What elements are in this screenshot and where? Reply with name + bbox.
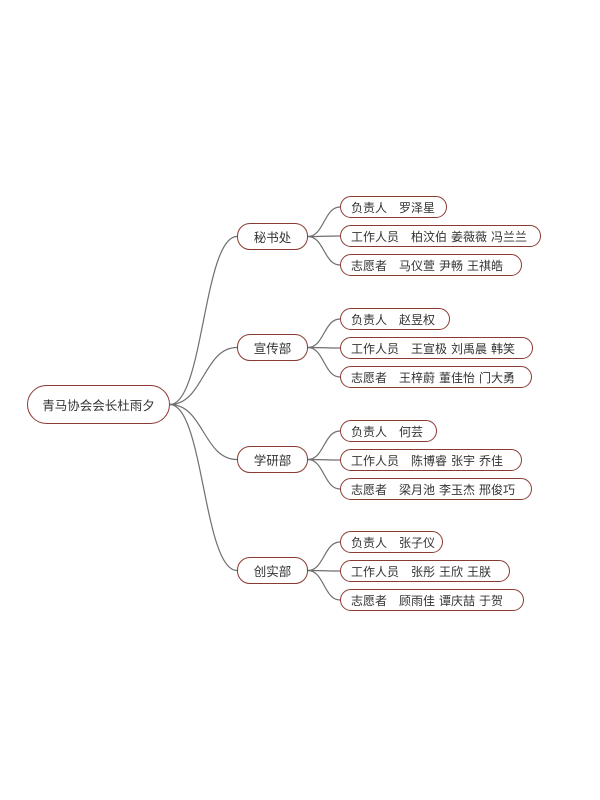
connector-root-xueyanbu bbox=[169, 403, 238, 461]
role-label: 工作人员 bbox=[351, 229, 400, 244]
person-name: 邢俊巧 bbox=[479, 482, 516, 497]
dept-node-xueyanbu[interactable]: 学研部 bbox=[237, 446, 308, 473]
dept-node-xuanchuanbu[interactable]: 宣传部 bbox=[237, 334, 308, 361]
leaf-node-chuangshibu-staff[interactable]: 工作人员 张彤 王欣 王朕 bbox=[340, 560, 510, 582]
connector-root-xuanchuanbu bbox=[169, 346, 238, 406]
person-name: 张子仪 bbox=[399, 535, 436, 550]
person-name: 顾雨佳 bbox=[399, 593, 436, 608]
person-name: 刘禹晨 bbox=[451, 341, 488, 356]
role-label: 志愿者 bbox=[351, 482, 388, 497]
leaf-node-mishuchu-leader[interactable]: 负责人 罗泽星 bbox=[340, 196, 447, 218]
leaf-node-xuanchuanbu-leader[interactable]: 负责人 赵昱权 bbox=[340, 308, 450, 330]
connector-chuangshibu-volunteer bbox=[307, 569, 341, 601]
role-label: 工作人员 bbox=[351, 341, 400, 356]
root-node[interactable]: 青马协会会长杜雨夕 bbox=[27, 385, 170, 424]
connector-xueyanbu-leader bbox=[307, 430, 341, 461]
dept-node-mishuchu[interactable]: 秘书处 bbox=[237, 223, 308, 250]
person-name: 董佳怡 bbox=[439, 370, 476, 385]
person-name: 王祺皓 bbox=[467, 258, 504, 273]
connector-chuangshibu-leader bbox=[307, 541, 341, 572]
person-name: 罗泽星 bbox=[399, 200, 436, 215]
leaf-node-xueyanbu-leader[interactable]: 负责人 何芸 bbox=[340, 420, 437, 442]
person-name: 马仪萱 bbox=[399, 258, 436, 273]
person-name: 梁月池 bbox=[399, 482, 436, 497]
person-name: 乔佳 bbox=[479, 453, 504, 468]
leaf-node-mishuchu-staff[interactable]: 工作人员 柏汶伯 姜薇薇 冯兰兰 bbox=[340, 225, 541, 247]
connector-xuanchuanbu-leader bbox=[307, 318, 341, 349]
person-name: 王朕 bbox=[467, 564, 492, 579]
person-name: 何芸 bbox=[399, 424, 424, 439]
person-name: 谭庆喆 bbox=[439, 593, 476, 608]
connector-xuanchuanbu-volunteer bbox=[307, 346, 341, 378]
person-name: 张宇 bbox=[451, 453, 476, 468]
connector-root-mishuchu bbox=[169, 235, 238, 406]
leaf-node-xueyanbu-volunteer[interactable]: 志愿者 梁月池 李玉杰 邢俊巧 bbox=[340, 478, 532, 500]
person-name: 姜薇薇 bbox=[451, 229, 488, 244]
person-name: 李玉杰 bbox=[439, 482, 476, 497]
leaf-node-xueyanbu-staff[interactable]: 工作人员 陈博睿 张宇 乔佳 bbox=[340, 449, 522, 471]
person-name: 于贺 bbox=[479, 593, 504, 608]
role-label: 负责人 bbox=[351, 200, 388, 215]
role-label: 志愿者 bbox=[351, 258, 388, 273]
role-label: 负责人 bbox=[351, 312, 388, 327]
role-label: 工作人员 bbox=[351, 564, 400, 579]
connector-mishuchu-staff bbox=[307, 235, 341, 238]
leaf-node-chuangshibu-volunteer[interactable]: 志愿者 顾雨佳 谭庆喆 于贺 bbox=[340, 589, 524, 611]
connector-xueyanbu-volunteer bbox=[307, 458, 341, 490]
role-label: 志愿者 bbox=[351, 370, 388, 385]
connector-mishuchu-volunteer bbox=[307, 235, 341, 266]
leaf-node-mishuchu-volunteer[interactable]: 志愿者 马仪萱 尹畅 王祺皓 bbox=[340, 254, 522, 276]
role-label: 负责人 bbox=[351, 424, 388, 439]
person-name: 柏汶伯 bbox=[411, 229, 448, 244]
dept-node-chuangshibu[interactable]: 创实部 bbox=[237, 557, 308, 584]
connector-root-chuangshibu bbox=[169, 403, 238, 572]
person-name: 门大勇 bbox=[479, 370, 516, 385]
person-name: 尹畅 bbox=[439, 258, 464, 273]
leaf-node-xuanchuanbu-volunteer[interactable]: 志愿者 王梓蔚 董佳怡 门大勇 bbox=[340, 366, 532, 388]
role-label: 志愿者 bbox=[351, 593, 388, 608]
person-name: 王宣极 bbox=[411, 341, 448, 356]
connector-mishuchu-leader bbox=[307, 206, 341, 238]
person-name: 冯兰兰 bbox=[491, 229, 528, 244]
person-name: 王梓蔚 bbox=[399, 370, 436, 385]
role-label: 负责人 bbox=[351, 535, 388, 550]
leaf-node-chuangshibu-leader[interactable]: 负责人 张子仪 bbox=[340, 531, 443, 553]
person-name: 陈博睿 bbox=[411, 453, 448, 468]
person-name: 赵昱权 bbox=[399, 312, 436, 327]
leaf-node-xuanchuanbu-staff[interactable]: 工作人员 王宣极 刘禹晨 韩笑 bbox=[340, 337, 533, 359]
person-name: 韩笑 bbox=[491, 341, 516, 356]
person-name: 张彤 bbox=[411, 564, 436, 579]
role-label: 工作人员 bbox=[351, 453, 400, 468]
person-name: 王欣 bbox=[439, 564, 464, 579]
